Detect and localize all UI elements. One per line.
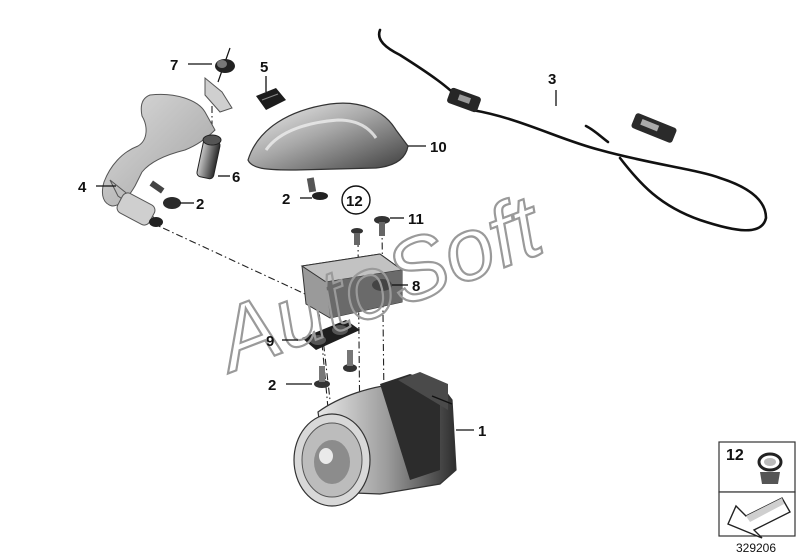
callout-8: 8 — [412, 278, 420, 295]
screw-upper-center — [351, 228, 363, 245]
screw-part-2-lower — [314, 366, 330, 388]
callout-9: 9 — [266, 333, 274, 350]
mounting-plate-part-8 — [300, 253, 404, 319]
inset-legend: 12 — [718, 441, 796, 539]
clip-part-7 — [204, 47, 235, 113]
callout-5: 5 — [260, 59, 268, 76]
callout-2-lower: 2 — [268, 377, 276, 394]
lamp-cover-part-10 — [247, 102, 409, 171]
cable-part-3 — [377, 28, 768, 232]
inset-box-part-12 — [718, 441, 796, 493]
screw-part-2-bracket — [149, 180, 181, 209]
clip-part-5 — [256, 88, 286, 110]
auxiliary-lamp-part-1 — [293, 372, 457, 507]
callout-10: 10 — [430, 139, 447, 156]
bolt-part-6 — [196, 134, 222, 180]
connector-left — [447, 87, 481, 113]
connector-right — [631, 113, 677, 143]
screw-lower-center — [343, 350, 357, 372]
callout-11: 11 — [408, 211, 424, 228]
bracket-part-4 — [101, 93, 216, 227]
leader-lines — [96, 63, 557, 431]
rubber-dampers-part-9 — [302, 320, 360, 350]
screw-part-11 — [374, 216, 390, 236]
callout-2-bracket: 2 — [196, 196, 204, 213]
callout-2-shell: 2 — [282, 191, 290, 208]
circled-callout-12 — [341, 185, 371, 215]
callout-1: 1 — [478, 423, 486, 440]
callout-7: 7 — [170, 57, 178, 74]
image-number: 329206 — [736, 541, 776, 555]
watermark-text: AutoSoft — [199, 175, 558, 391]
clamp-icon — [757, 452, 783, 484]
callout-6: 6 — [232, 169, 240, 186]
callout-3: 3 — [548, 71, 556, 88]
inset-label-12: 12 — [726, 447, 744, 464]
callout-12: 12 — [346, 193, 363, 210]
watermark: AutoSoft — [198, 174, 559, 393]
callout-numbers: 7 5 6 4 2 2 12 10 3 11 8 9 2 1 — [78, 57, 556, 440]
callout-4: 4 — [78, 179, 87, 196]
screw-part-2-shell — [306, 177, 328, 200]
arrow-icon — [727, 497, 791, 539]
